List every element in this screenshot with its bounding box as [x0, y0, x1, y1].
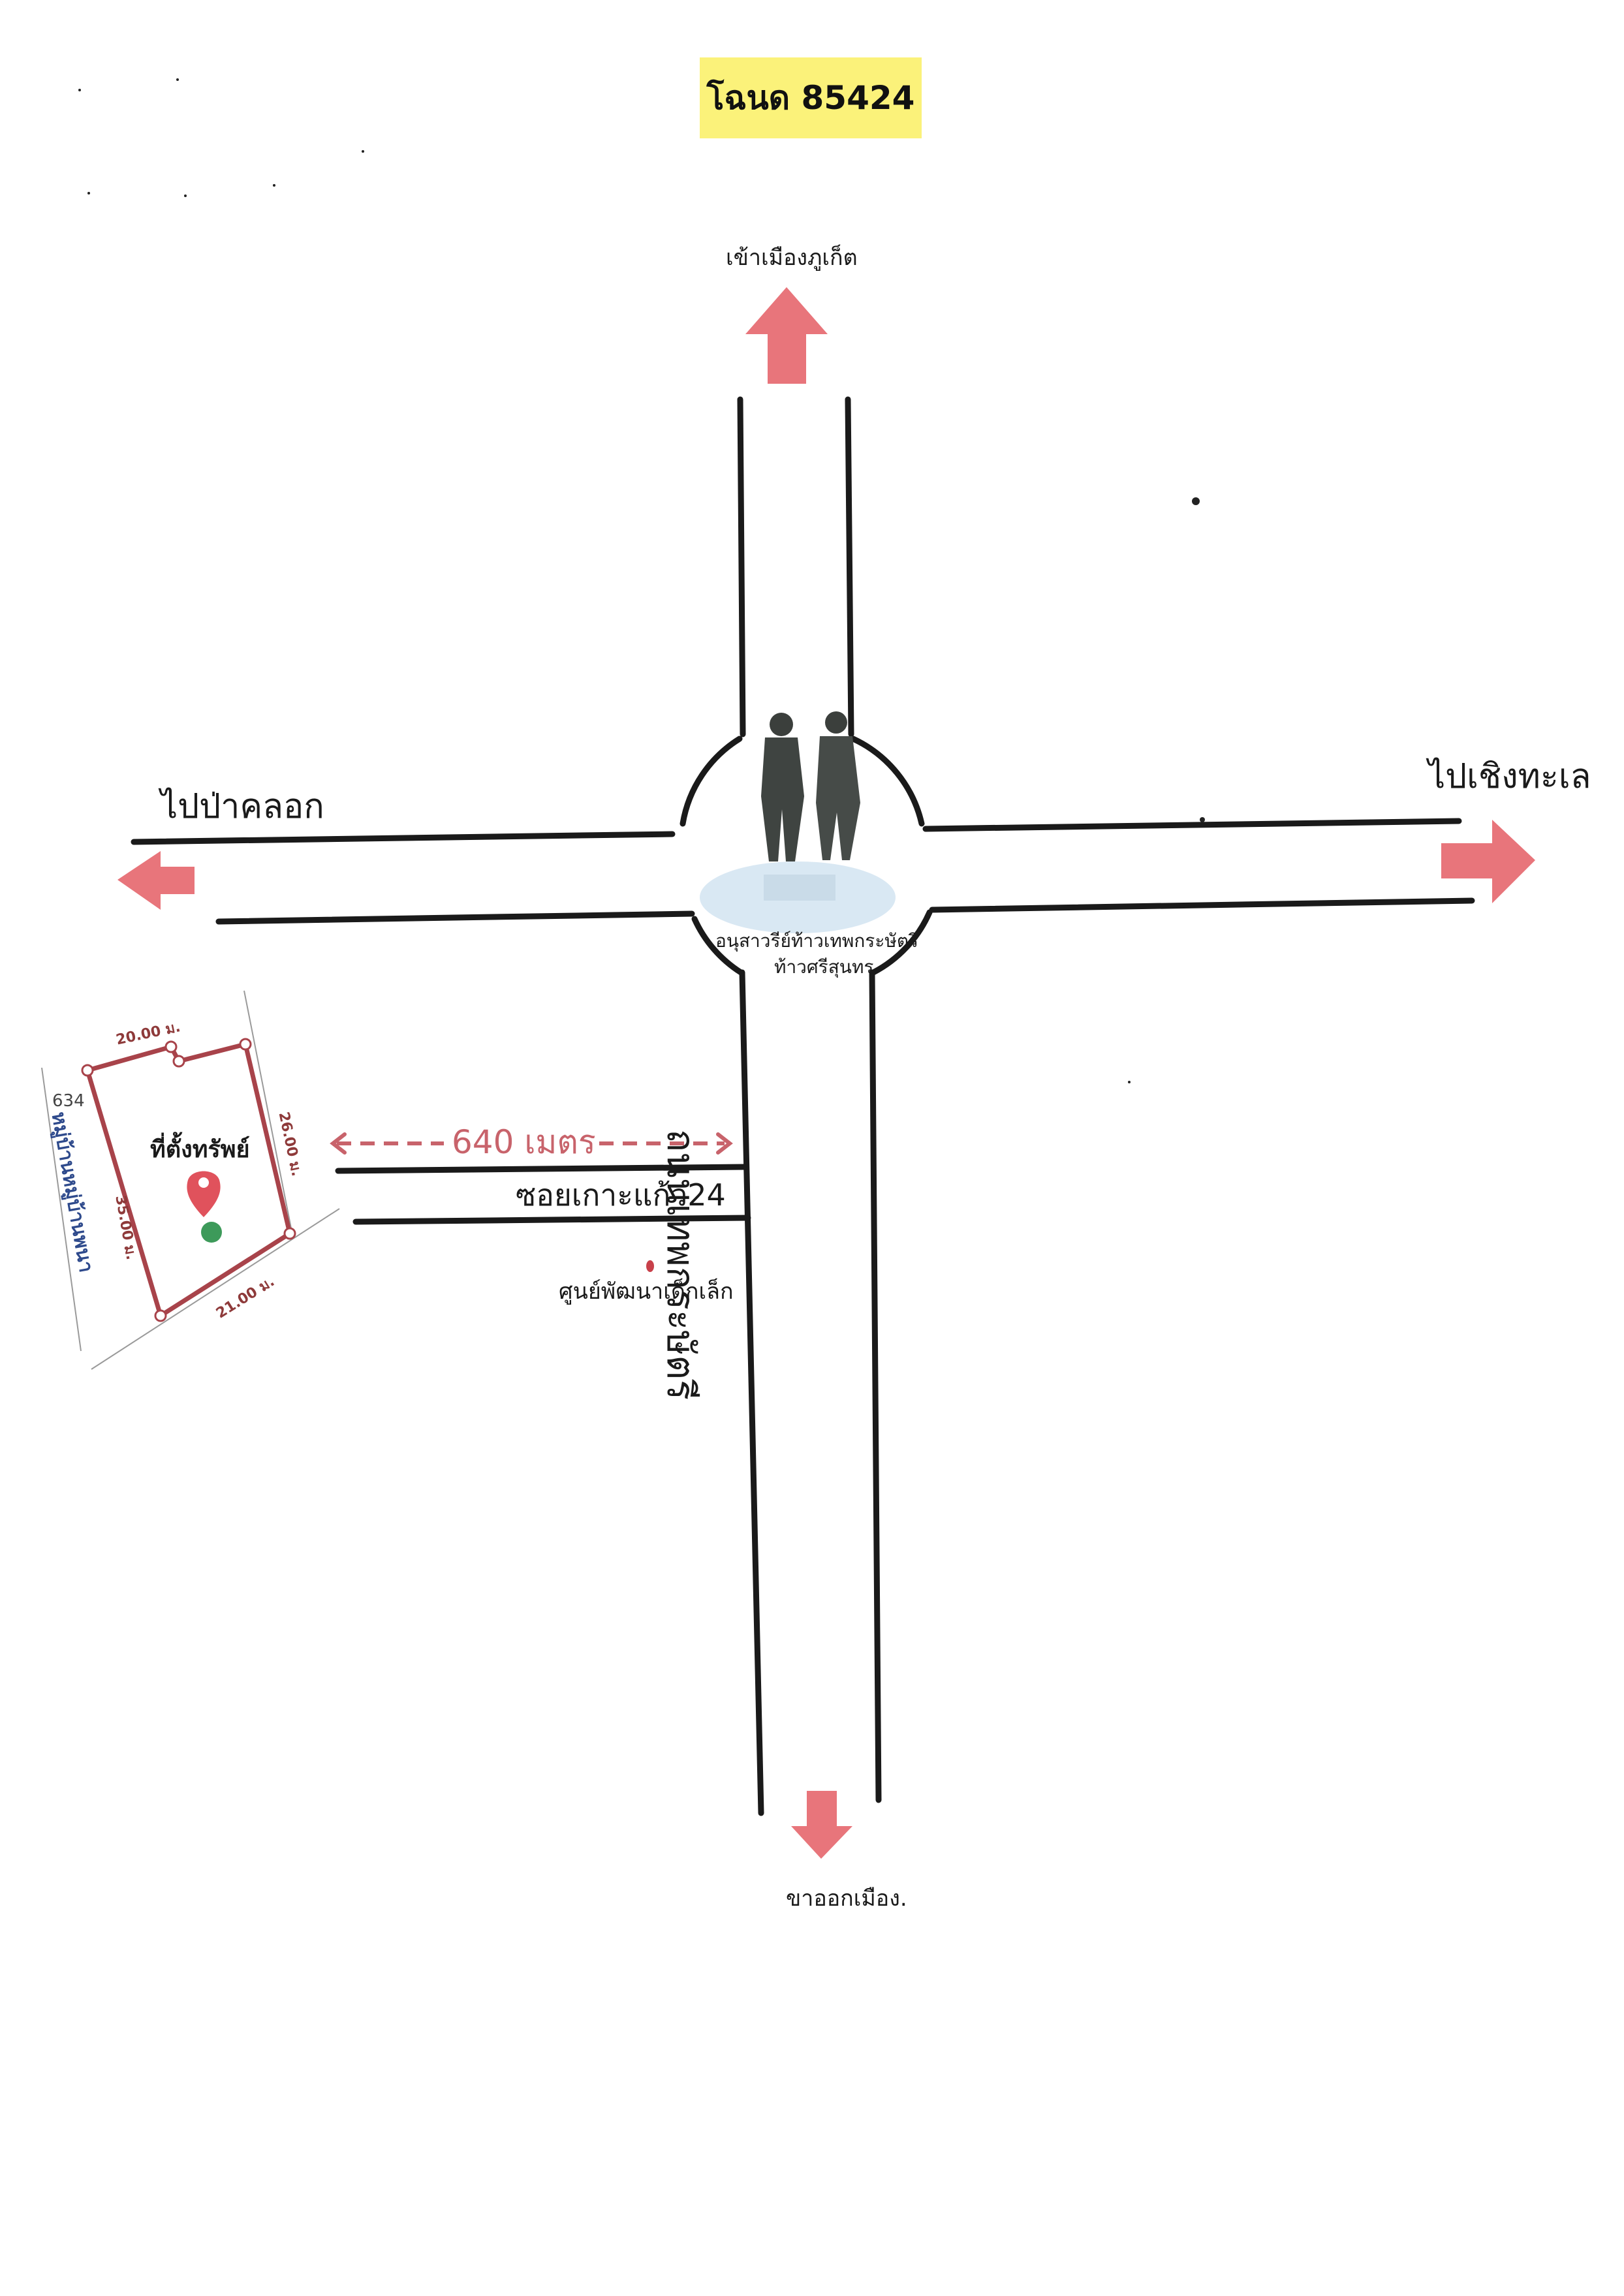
south-direction-label: ขาออกเมือง.	[786, 1885, 907, 1912]
landmark-label: ศูนย์พัฒนาเด็กเล็ก	[559, 1279, 734, 1305]
soi-label: ซอยเกาะแก้ว24	[516, 1177, 726, 1213]
landmark-dot-icon	[646, 1260, 654, 1272]
west-direction-label: ไปป่าคลอก	[161, 787, 324, 826]
east-direction-label: ไปเชิงทะเล	[1428, 757, 1591, 796]
east-arrow-icon	[1441, 820, 1535, 903]
roundabout	[679, 736, 933, 976]
monument-statue	[700, 711, 896, 933]
plot-outline	[41, 990, 340, 1370]
soi-road	[335, 1164, 751, 1225]
north-direction-label: เข้าเมืองภูเก็ต	[726, 245, 858, 271]
parcel-number: 634	[52, 1091, 85, 1111]
distance-line	[330, 1132, 733, 1155]
west-arrow-icon	[117, 851, 195, 910]
south-arrow-icon	[791, 1791, 852, 1859]
north-road	[737, 396, 854, 737]
main-road-label: ถนนเทพกระษัตรี	[659, 1129, 703, 1401]
scan-specks	[78, 78, 1205, 1083]
property-location-label: ที่ตั้งทรัพย์	[150, 1136, 250, 1163]
location-pin-icon	[187, 1171, 221, 1217]
south-road	[739, 969, 882, 1816]
monument-name-line2: ท้าวศรีสุนทร	[774, 956, 874, 978]
property-dot-icon	[201, 1222, 222, 1243]
north-arrow-icon	[745, 287, 828, 384]
east-road	[922, 818, 1475, 913]
monument-name-line1: อนุสาวรีย์ท้าวเทพกระษัตรี	[715, 930, 919, 952]
deed-title: โฉนด 85424	[700, 57, 922, 138]
distance-label: 640 เมตร	[452, 1123, 596, 1161]
west-road	[131, 831, 695, 925]
